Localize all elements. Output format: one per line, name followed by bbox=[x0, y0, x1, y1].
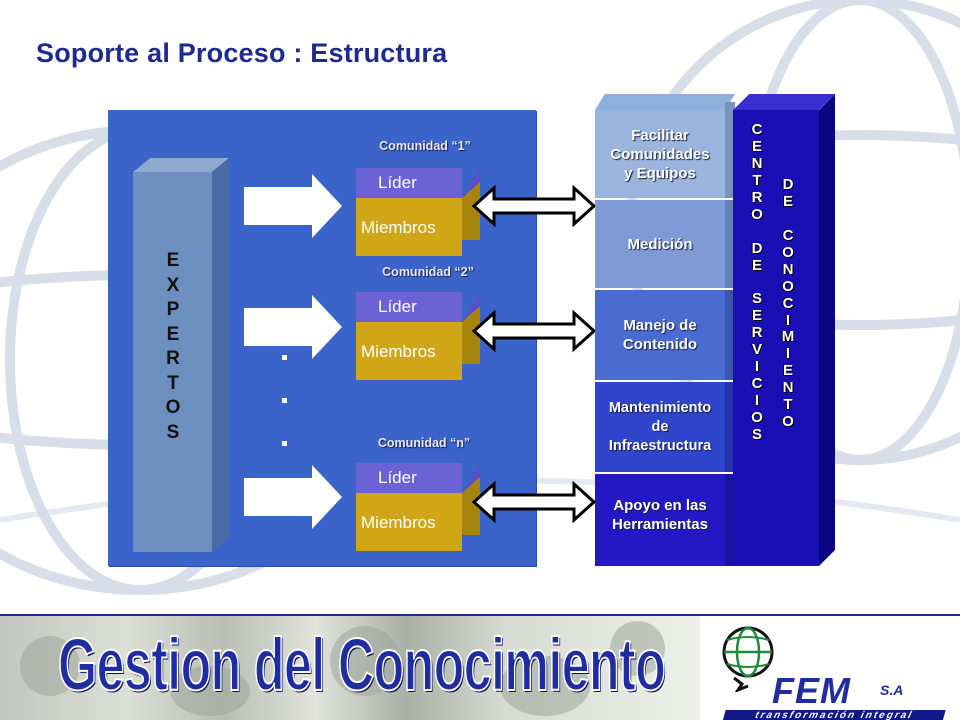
community-1-members: Miembros bbox=[356, 198, 462, 256]
service-side bbox=[725, 382, 735, 472]
service-side bbox=[725, 200, 735, 288]
community-n-leader: Líder bbox=[356, 463, 462, 493]
community-n-members: Miembros bbox=[356, 493, 462, 551]
page-title: Soporte al Proceso : Estructura bbox=[36, 38, 448, 68]
fem-tagline: transformación integral bbox=[722, 710, 946, 720]
services-stack-top bbox=[595, 94, 735, 110]
centro-column-side bbox=[819, 94, 835, 566]
arrow-right-icon bbox=[244, 465, 342, 529]
service-side bbox=[725, 290, 735, 380]
service-side bbox=[725, 102, 735, 198]
community-2-members: Miembros bbox=[356, 322, 462, 380]
double-arrow-icon bbox=[472, 184, 596, 228]
footer-title: Gestion del Conocimiento bbox=[57, 622, 666, 707]
community-1-members-side bbox=[462, 182, 480, 240]
expertos-column bbox=[133, 172, 212, 552]
community-n-label: Comunidad “n” bbox=[377, 436, 471, 450]
expertos-column-side bbox=[212, 158, 229, 552]
ellipsis-dots bbox=[278, 355, 292, 484]
fem-logo-suffix: S.A bbox=[880, 682, 904, 698]
service-side bbox=[725, 474, 735, 566]
service-medicion: Medición bbox=[595, 200, 725, 288]
double-arrow-icon bbox=[472, 309, 596, 353]
community-2-members-side bbox=[462, 306, 480, 364]
double-arrow-icon bbox=[472, 480, 596, 524]
community-2-leader: Líder bbox=[356, 292, 462, 322]
centro-column-top bbox=[733, 94, 835, 110]
centro-column bbox=[733, 110, 819, 566]
community-n-members-side bbox=[462, 477, 480, 535]
money-photo bbox=[0, 616, 700, 720]
fem-logo: FEM bbox=[772, 670, 851, 711]
community-1-leader: Líder bbox=[356, 168, 462, 198]
arrow-right-icon bbox=[244, 174, 342, 238]
community-2-label: Comunidad “2” bbox=[382, 265, 474, 279]
arrow-right-icon bbox=[244, 295, 342, 359]
community-1-label: Comunidad “1” bbox=[379, 139, 471, 153]
footer-divider bbox=[0, 614, 960, 616]
footer-banner: Gestion del Conocimiento FEM S.A transfo… bbox=[0, 616, 960, 720]
globe-logo-icon bbox=[722, 626, 774, 692]
expertos-column-top bbox=[133, 158, 229, 172]
